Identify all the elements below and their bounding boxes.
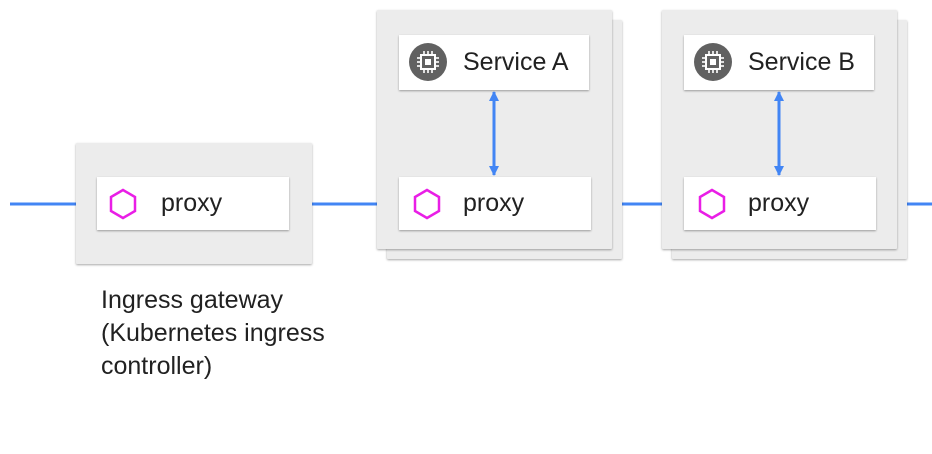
- caption-line-2: (Kubernetes ingress: [101, 319, 325, 347]
- service-b-label: Service B: [748, 48, 855, 76]
- chip-icon: [409, 43, 447, 81]
- ingress-caption: Ingress gateway (Kubernetes ingress cont…: [101, 284, 325, 383]
- caption-line-3: controller): [101, 352, 213, 380]
- hexagon-icon: [698, 188, 726, 220]
- service-b-proxy-card: proxy: [684, 177, 876, 230]
- caption-line-1: Ingress gateway: [101, 286, 284, 314]
- service-a-proxy-label: proxy: [463, 189, 525, 217]
- service-b-card: Service B: [684, 35, 874, 90]
- service-b-proxy-label: proxy: [748, 189, 810, 217]
- hexagon-icon: [109, 188, 137, 220]
- ingress-proxy-card: proxy: [97, 177, 289, 230]
- chip-icon: [694, 43, 732, 81]
- service-a-proxy-card: proxy: [399, 177, 591, 230]
- ingress-proxy-label: proxy: [161, 189, 223, 217]
- hexagon-icon: [413, 188, 441, 220]
- service-a-card: Service A: [399, 35, 589, 90]
- service-a-label: Service A: [463, 48, 569, 76]
